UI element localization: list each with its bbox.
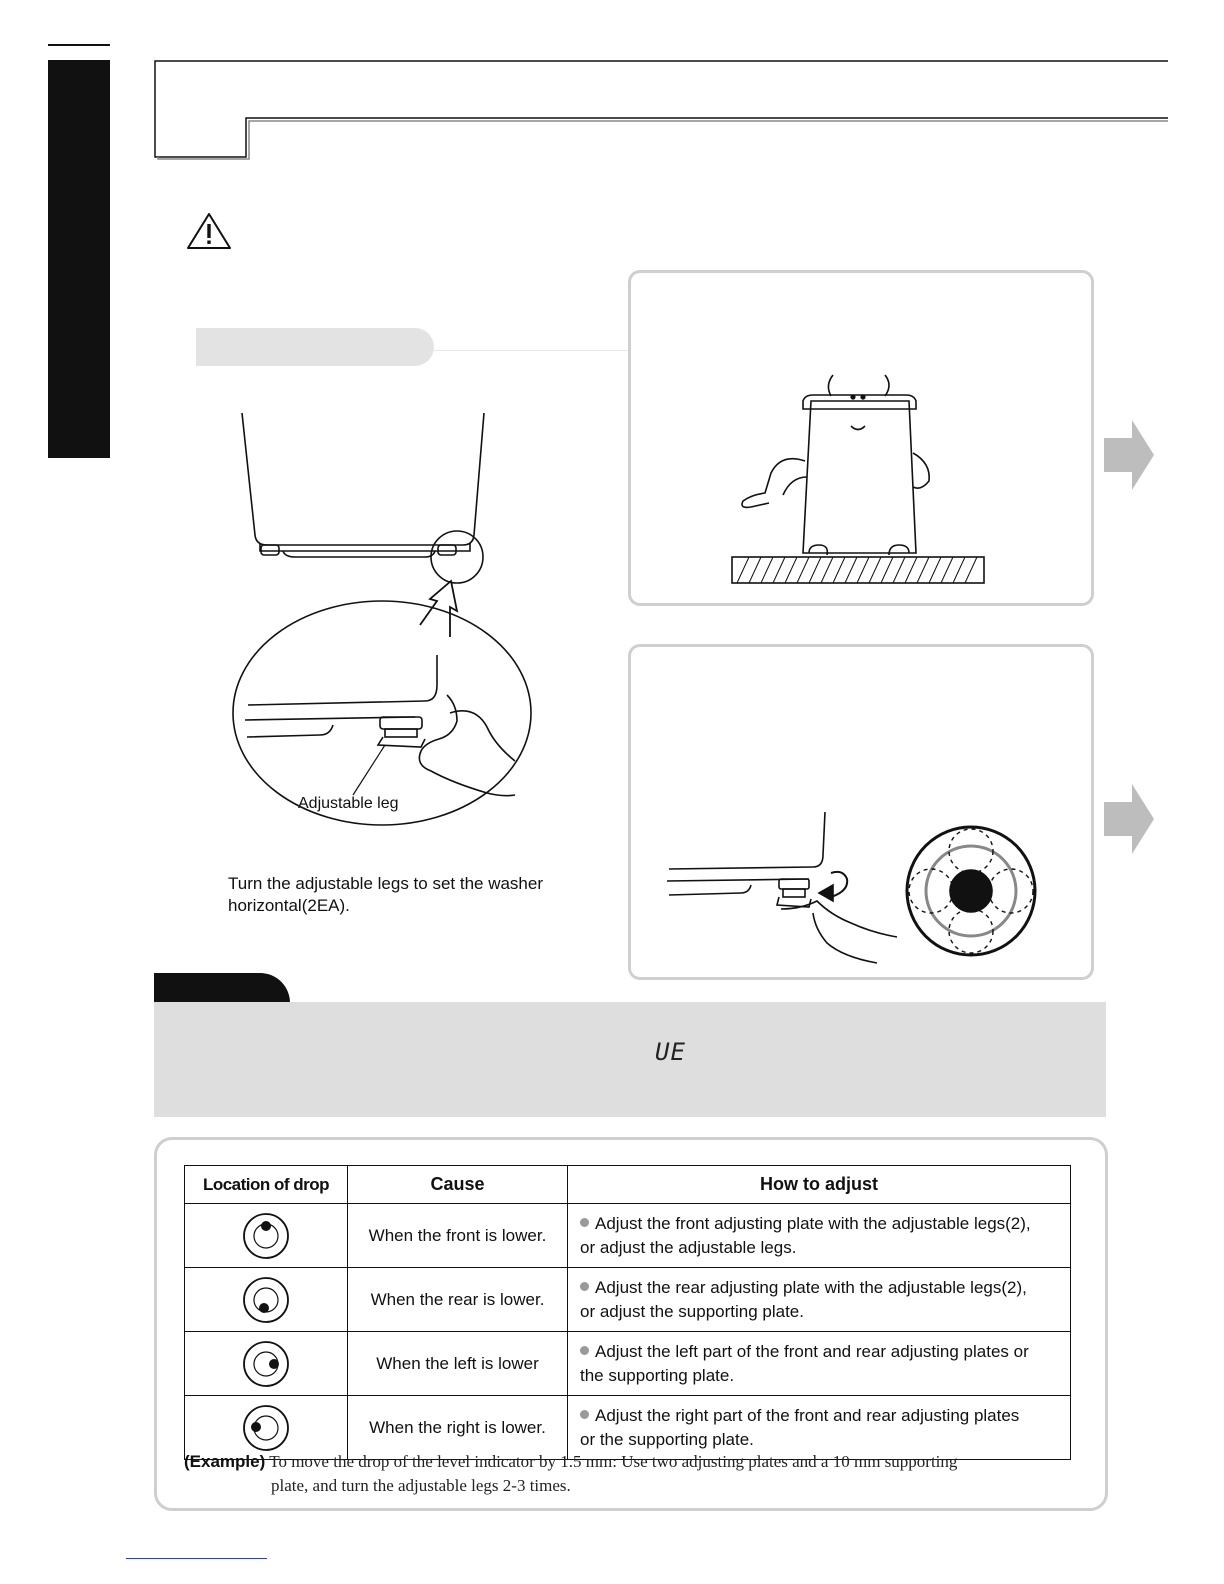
note-band — [154, 1002, 1106, 1117]
header-cause: Cause — [347, 1165, 568, 1204]
table-header-row: Location of drop Cause How to adjust — [184, 1165, 1071, 1204]
next-arrow-icon — [1104, 784, 1154, 854]
level-washer-panel — [628, 270, 1094, 606]
adjust-line: the supporting plate. — [580, 1365, 735, 1385]
adjustment-table: Location of drop Cause How to adjust Whe… — [184, 1165, 1071, 1460]
footer-link-rule — [126, 1558, 267, 1559]
adjustment-table-panel — [154, 1137, 1108, 1511]
adjust-line: Adjust the left part of the front and re… — [595, 1341, 1029, 1361]
leg-adjust-panel — [628, 644, 1094, 980]
adjust-line: or adjust the supporting plate. — [580, 1301, 804, 1321]
drop-rear-icon — [243, 1276, 289, 1323]
note-tab — [154, 973, 290, 1003]
bullet-icon — [580, 1217, 589, 1227]
adjust-cell: Adjust the rear adjusting plate with the… — [567, 1267, 1071, 1332]
warning-icon — [186, 212, 232, 250]
adjustable-leg-label: Adjustable leg — [298, 795, 399, 812]
next-arrow-icon — [1104, 420, 1154, 490]
drop-location-cell — [184, 1203, 348, 1268]
cause-cell: When the front is lower. — [347, 1203, 568, 1268]
adjust-line: Adjust the front adjusting plate with th… — [595, 1213, 1031, 1233]
drop-right-icon — [243, 1404, 289, 1451]
example-line2: plate, and turn the adjustable legs 2-3 … — [271, 1476, 571, 1495]
adjust-line: Adjust the rear adjusting plate with the… — [595, 1277, 1027, 1297]
table-row: When the left is lower Adjust the left p… — [184, 1331, 1071, 1396]
side-section-tab — [48, 60, 110, 458]
washer-leg-illustration — [225, 405, 545, 875]
example-line1: To move the drop of the level indicator … — [269, 1452, 958, 1471]
error-code-display: UE — [655, 1038, 686, 1066]
adjust-cell: Adjust the right part of the front and r… — [567, 1395, 1071, 1460]
adjust-line: or the supporting plate. — [580, 1429, 754, 1449]
bullet-icon — [580, 1409, 589, 1419]
header-frame — [154, 60, 1168, 160]
drop-location-cell — [184, 1331, 348, 1396]
figure-caption: Turn the adjustable legs to set the wash… — [228, 874, 543, 915]
heading-rule — [434, 350, 628, 351]
cause-cell: When the right is lower. — [347, 1395, 568, 1460]
side-rule — [48, 44, 110, 46]
drop-left-icon — [243, 1340, 289, 1387]
cause-cell: When the rear is lower. — [347, 1267, 568, 1332]
table-row: When the right is lower. Adjust the righ… — [184, 1395, 1071, 1460]
header-adjust: How to adjust — [567, 1165, 1071, 1204]
drop-location-cell — [184, 1267, 348, 1332]
cause-cell: When the left is lower — [347, 1331, 568, 1396]
adjust-line: or adjust the adjustable legs. — [580, 1237, 797, 1257]
section-heading-pill — [196, 328, 434, 366]
drop-front-icon — [243, 1212, 289, 1259]
table-row: When the rear is lower. Adjust the rear … — [184, 1267, 1071, 1332]
adjust-line: Adjust the right part of the front and r… — [595, 1405, 1020, 1425]
table-row: When the front is lower. Adjust the fron… — [184, 1203, 1071, 1268]
bullet-icon — [580, 1281, 589, 1291]
header-location: Location of drop — [184, 1165, 348, 1204]
bullet-icon — [580, 1345, 589, 1355]
example-note: (Example)To move the drop of the level i… — [184, 1450, 1064, 1498]
drop-location-cell — [184, 1395, 348, 1460]
adjust-cell: Adjust the left part of the front and re… — [567, 1331, 1071, 1396]
example-label: (Example) — [184, 1452, 266, 1471]
adjust-cell: Adjust the front adjusting plate with th… — [567, 1203, 1071, 1268]
